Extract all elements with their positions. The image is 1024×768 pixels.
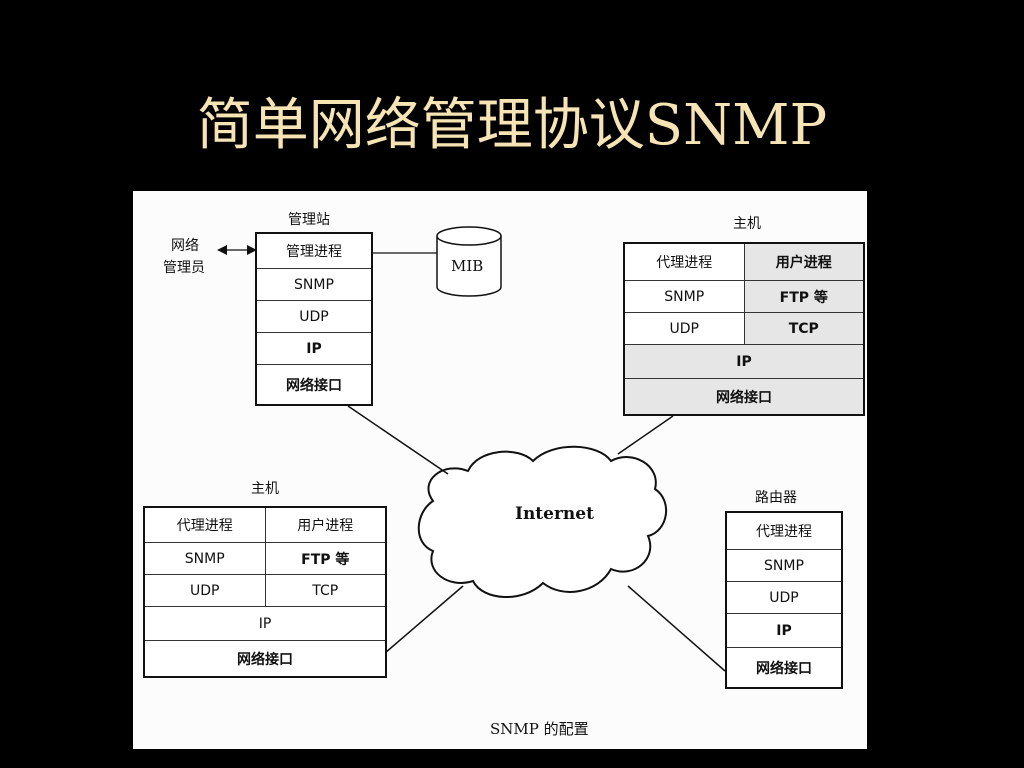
internet-cloud: [417, 445, 668, 598]
network-admin-label-line1: 网络: [171, 238, 199, 254]
host-left-ftp: FTP 等: [264, 543, 386, 574]
host-right-stack: 代理进程 用户进程 SNMP FTP 等 UDP TCP IP 网络接口: [623, 242, 865, 416]
host-left-network-interface: 网络接口: [237, 651, 293, 668]
mib-cylinder: [436, 236, 502, 297]
internet-label: Internet: [515, 504, 594, 524]
host-left-tcp: TCP: [264, 575, 386, 606]
connection-layer: [217, 226, 726, 672]
manager-snmp: SNMP: [294, 276, 334, 293]
admin-arrow-left-head: [217, 245, 227, 255]
host-left-stack: 代理进程 用户进程 SNMP FTP 等 UDP TCP IP 网络接口: [143, 506, 387, 678]
admin-arrow-right-head: [247, 245, 257, 255]
figure-caption: SNMP 的配置: [490, 720, 589, 738]
router-title: 路由器: [755, 490, 797, 506]
host-right-ftp: FTP 等: [743, 281, 863, 312]
host-right-user-process: 用户进程: [743, 244, 863, 280]
link-manager-internet: [347, 405, 449, 475]
manager-title: 管理站: [288, 212, 330, 228]
link-router-internet: [627, 585, 726, 672]
host-right-tcp: TCP: [743, 313, 863, 344]
manager-ip: IP: [306, 340, 322, 357]
snmp-configuration-figure: 网络 管理员 MIB 管理站 管理进程 SNMP UDP IP 网络接口 主机 …: [133, 191, 867, 749]
router-ip: IP: [776, 622, 792, 639]
host-right-network-interface: 网络接口: [716, 389, 772, 406]
host-right-snmp: SNMP: [664, 288, 705, 305]
manager-stack: 管理进程 SNMP UDP IP 网络接口: [255, 232, 373, 406]
router-network-interface: 网络接口: [756, 660, 812, 677]
mib-label: MIB: [451, 257, 484, 275]
host-left-user-process: 用户进程: [264, 508, 386, 542]
network-admin-label-line2: 管理员: [163, 260, 205, 276]
manager-udp: UDP: [299, 308, 329, 325]
host-left-ip: IP: [258, 615, 272, 632]
router-agent-process: 代理进程: [756, 524, 812, 540]
router-snmp: SNMP: [764, 557, 804, 574]
router-udp: UDP: [769, 589, 799, 606]
host-right-agent-process: 代理进程: [656, 255, 713, 271]
mib-cylinder-top: [436, 226, 502, 246]
router-stack: 代理进程 SNMP UDP IP 网络接口: [725, 511, 843, 689]
manager-network-interface: 网络接口: [286, 377, 342, 394]
host-left-title: 主机: [251, 481, 279, 497]
host-left-snmp: SNMP: [184, 550, 225, 567]
host-left-agent-process: 代理进程: [176, 518, 233, 534]
link-hostleft-internet: [384, 585, 464, 654]
host-right-ip: IP: [736, 353, 752, 370]
host-left-udp: UDP: [190, 582, 220, 599]
slide-title: 简单网络管理协议SNMP: [196, 93, 828, 158]
host-right-title: 主机: [733, 216, 761, 232]
host-right-udp: UDP: [669, 320, 699, 337]
manager-process: 管理进程: [286, 244, 342, 260]
link-hostright-internet: [617, 415, 674, 455]
